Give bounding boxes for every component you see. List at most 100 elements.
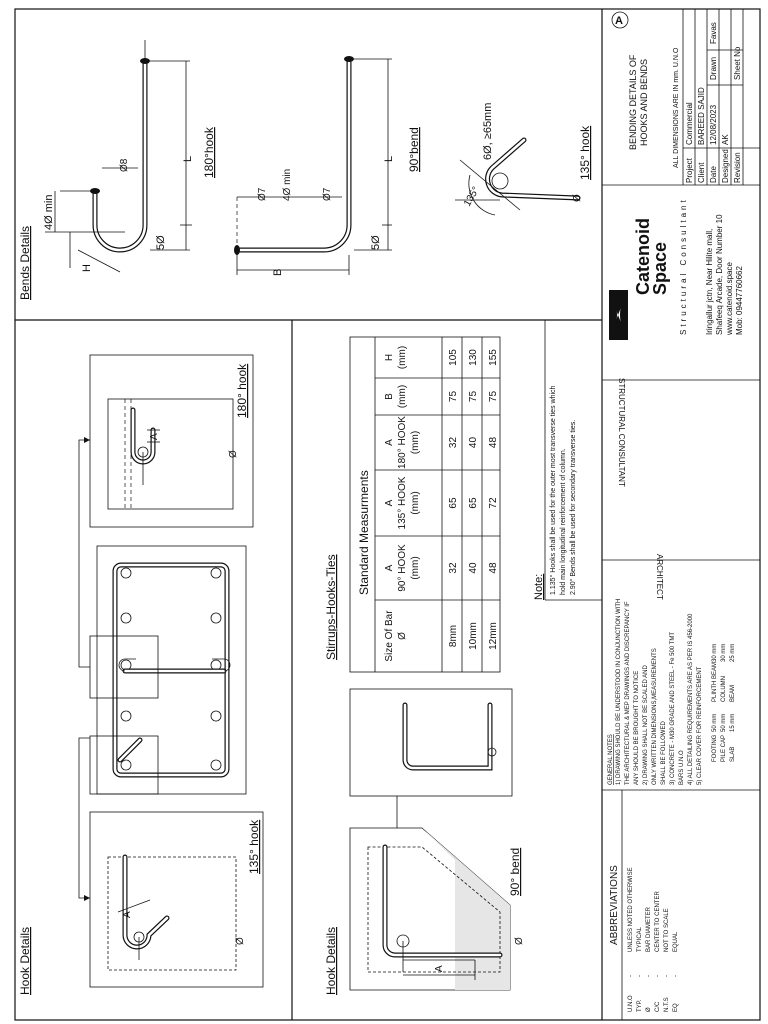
cover-cell: 50 mm [721,714,727,732]
sheet-no-label: Sheet No [733,46,742,80]
dim-6d: 6Ø, ≥65mm [482,103,494,160]
cover-cell: FOOTING [712,734,718,762]
company-address-1: Iringallur jctn, Near Hilite mall, [705,229,714,335]
company-name-line1: Catenoid [633,218,653,295]
table-header-cell: 135° HOOK [397,476,408,529]
abbreviation-cell: U.N.O [628,995,634,1012]
cover-cell: PILE CAP [721,735,727,762]
general-note-line: 2) DRAWING SHALL NOT BE SCALED AND [643,665,649,785]
drawing-title-1: BENDING DETAILS OF [628,54,638,150]
table-header-cell: (mm) [397,385,408,408]
table-header-cell: (mm) [410,556,421,579]
company-tagline: Structural Consultant [679,197,688,335]
table-cell: 105 [448,349,459,366]
table-cell: 48 [488,437,499,449]
table-header-cell: B [384,393,395,400]
table-cell: 65 [468,497,479,509]
drawn-label: Drawn [709,57,718,80]
abbreviation-cell: BAR DIAMETER [646,906,652,952]
note-line-3: 2.90° Bends shall be used for secondary … [569,420,577,595]
hook-details-title-bottom: Hook Details [324,927,338,995]
note-line-2: hold main longitudinal reinforcement of … [560,448,567,595]
table-header-cell: 180° HOOK [397,416,408,469]
drawn-value: Favas [709,22,718,44]
abbreviation-cell: N.T.S [664,997,670,1012]
cover-cell: 30 mm [712,644,718,662]
company-name-line2: Space [650,242,670,295]
table-cell: 155 [488,349,499,366]
company-logo: Catenoid Space Structural Consultant Iri… [609,197,744,340]
dim-phi-90: Ø [514,937,525,945]
table-cell: 40 [468,437,479,449]
stirrup-main-diagram [89,545,247,795]
table-cell: 10mm [468,622,479,650]
table-cell: 12mm [488,622,499,650]
dim-A-90: A [434,965,445,972]
dim-L-180: L [182,156,194,162]
general-note-line: 1) DRAWING SHOULD BE UNDERSTOOD IN CONJU… [616,599,622,785]
note-label: Note: [533,574,545,600]
dim-5d-90: 5Ø [370,235,382,250]
title-field-value: AK [721,134,730,145]
table-cell: 72 [488,497,499,509]
table-cell: 130 [468,349,479,366]
abbreviation-cell: TYPICAL [637,926,643,952]
dim-phi-180: Ø [228,450,239,458]
abbreviation-cell: CENTER TO CENTER [655,891,661,952]
label-180-hook: 180°hook [202,126,216,178]
title-field-label: Designed [721,149,730,183]
table-header-cell: A [384,439,395,446]
hook-135-detail: A Ø 135° hook [89,811,264,988]
hook-180-diagram: L 5Ø 4Ø min H Ø8 180°hook [43,40,216,273]
table-header-cell: Size Of Bar [384,610,395,662]
label-180-hook-detail: 180° hook [235,363,249,418]
cover-cell: SLAB [730,747,736,762]
general-note-line: ONLY WRITTEN DIMENSIONS,MEASUREMENTS [652,648,658,785]
table-header-cell: Ø [397,632,408,640]
table-cell: 75 [488,391,499,403]
table-cell: 75 [448,391,459,403]
drawing-title-2: HOOKS AND BENDS [639,59,649,146]
general-note-line: SHALL BE FOLLOWED [661,721,667,785]
dim-B: B [272,269,284,276]
abbreviation-cell: Ø [646,1007,652,1012]
dim-d8: Ø8 [119,158,130,172]
cover-cell: 50 mm [712,714,718,732]
cover-cell: PLINTH BEAM [712,662,718,702]
general-note-line: BARS U.N.O [679,750,685,785]
cover-cell: COLUMN [721,676,727,702]
stirrups-title: Stirrups-Hooks-Ties [324,554,338,660]
abbreviation-cell: EQ [673,1003,679,1012]
abbreviation-cell: - [655,975,661,977]
abbreviations-title: ABBREVIATIONS [609,865,620,945]
architect-label: ARCHITECT [655,554,664,600]
bend-90-diagram: L 5Ø B 4Ø min Ø7 Ø7 90°bend [234,56,421,276]
table-cell: 32 [448,437,459,449]
general-notes-title: GENERAL NOTES [608,734,614,785]
title-field-label: Revision [733,152,742,183]
label-90-bend: 90°bend [407,127,421,172]
table-cell: 48 [488,562,499,574]
title-block: A BENDING DETAILS OF HOOKS AND BENDS ALL… [602,9,760,186]
sheet-letter: A [615,15,623,27]
table-header-cell: A [384,499,395,506]
dim-phi-135-detail: Ø [235,937,246,945]
dim-phi-135: Ø [572,194,583,202]
table-cell: 65 [448,497,459,509]
title-field-label: Project [685,157,694,183]
abbreviation-cell: - [646,975,652,977]
dim-H: H [81,264,93,272]
table-cell: 75 [468,391,479,403]
connector-arrows [78,437,90,901]
stirrup-small-diagram [349,688,513,828]
hook-details-title-top: Hook Details [18,927,32,995]
table-header-cell: A [384,564,395,571]
dim-5d-180: 5Ø [155,235,167,250]
general-note-line: ANY SHOULD BE BROUGHT TO NOTICE [634,671,640,785]
general-note-line: 3) CONCRETE - M30 GRADE AND STEEL - Fe 5… [670,632,676,785]
abbreviation-cell: - [673,975,679,977]
company-address-4: Mob: 09447760662 [735,266,744,336]
cover-cell: 25 mm [730,644,736,662]
